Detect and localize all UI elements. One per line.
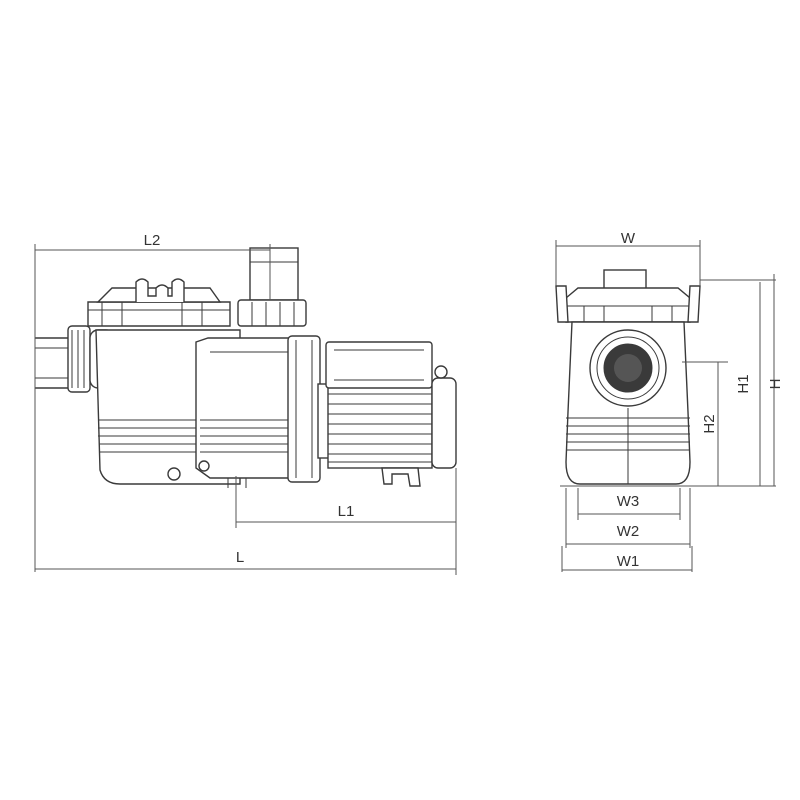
front-lid	[555, 285, 701, 323]
label-h: H	[767, 379, 784, 390]
front-outlet-neck	[603, 269, 647, 291]
strainer-lid	[87, 278, 231, 327]
pump-front-view	[555, 269, 701, 485]
label-h2: H2	[701, 414, 718, 433]
label-l: L	[236, 549, 244, 566]
flange-plate	[287, 335, 321, 483]
label-l2: L2	[144, 232, 161, 249]
label-w1: W1	[617, 553, 640, 570]
label-w: W	[621, 230, 636, 247]
label-h1: H1	[735, 374, 752, 393]
pump-body	[167, 337, 293, 488]
side-view-dimensions	[34, 244, 457, 575]
outlet-neck	[237, 247, 307, 327]
motor	[317, 341, 457, 487]
front-view-dimensions	[555, 240, 776, 572]
label-l1: L1	[338, 503, 355, 520]
pump-side-view	[35, 247, 457, 488]
label-w3: W3	[617, 493, 640, 510]
front-suction-port	[589, 329, 667, 407]
label-w2: W2	[617, 523, 640, 540]
